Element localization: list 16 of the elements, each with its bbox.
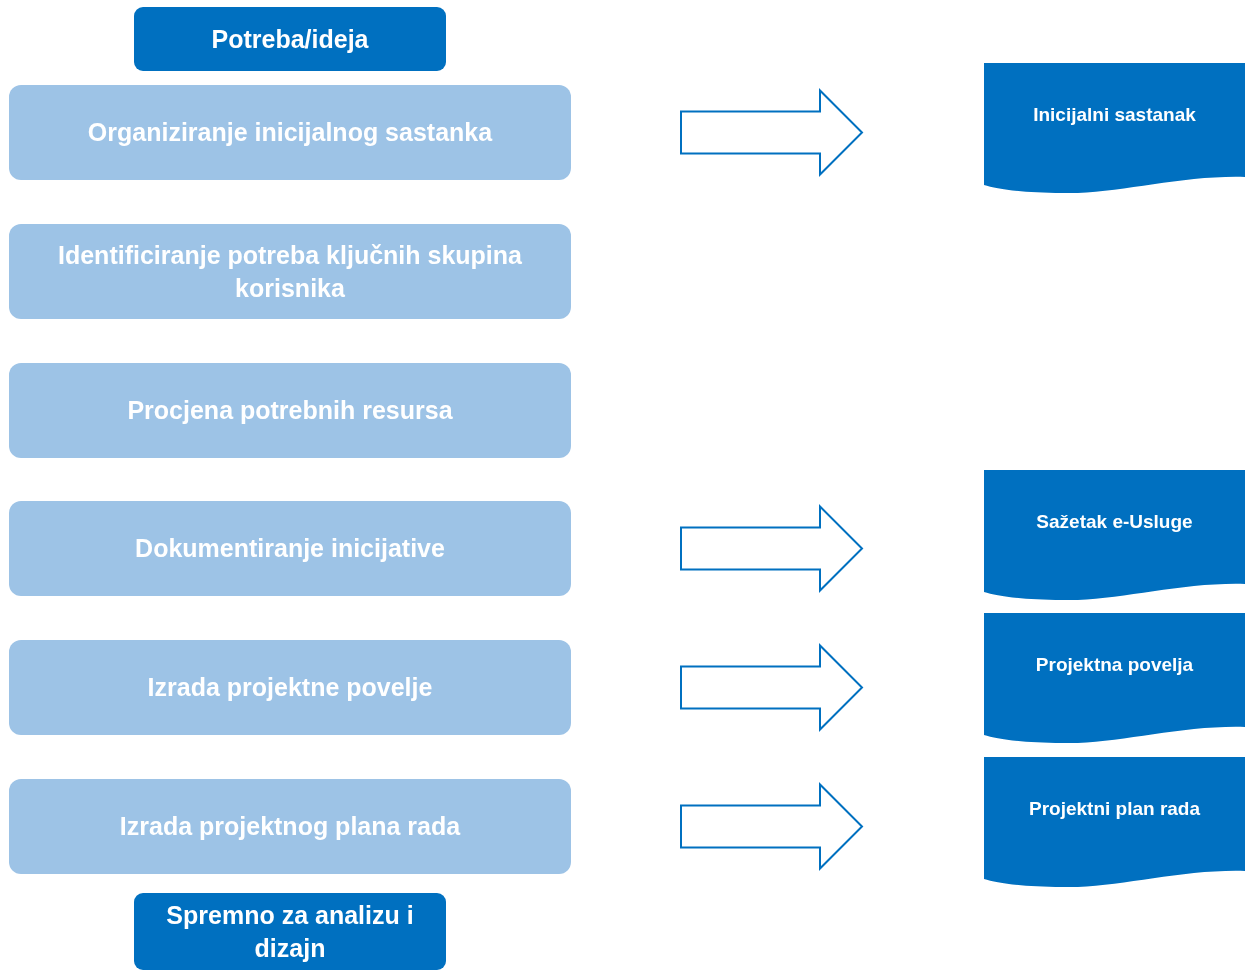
process-box: Dokumentiranje inicijative (9, 501, 571, 596)
block-arrow (680, 88, 864, 177)
terminal-box: Potreba/ideja (134, 7, 446, 71)
process-box: Izrada projektnog plana rada (9, 779, 571, 874)
block-arrow (680, 643, 864, 732)
document-label: Sažetak e-Usluge (1035, 510, 1194, 534)
process-box: Procjena potrebnih resursa (9, 363, 571, 458)
block-arrow (680, 504, 864, 593)
document-label: Inicijalni sastanak (1032, 103, 1197, 127)
document-label: Projektni plan rada (1027, 797, 1201, 821)
document-label: Projektna povelja (1034, 653, 1195, 677)
block-arrow (680, 782, 864, 871)
process-box: Izrada projektne povelje (9, 640, 571, 735)
terminal-box: Spremno za analizu i dizajn (134, 893, 446, 970)
process-box: Organiziranje inicijalnog sastanka (9, 85, 571, 180)
process-box: Identificiranje potreba ključnih skupina korisnika (9, 224, 571, 319)
